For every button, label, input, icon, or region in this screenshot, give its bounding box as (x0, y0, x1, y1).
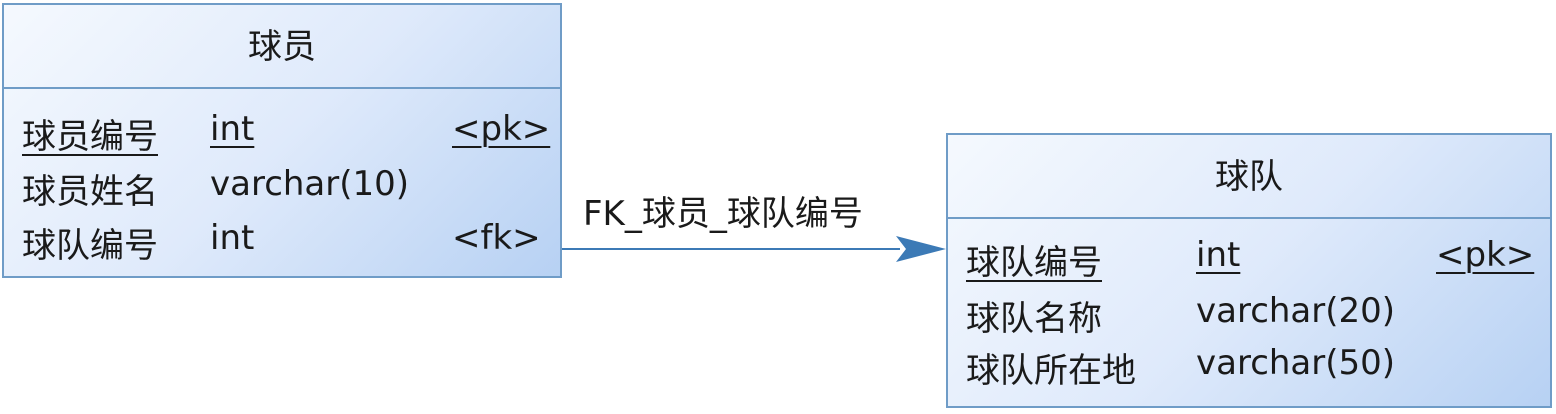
column-type: varchar(20) (1196, 291, 1396, 331)
column-row: 球员编号 int <pk> (22, 109, 552, 157)
column-type: int (210, 218, 255, 258)
column-row: 球队名称 varchar(20) (966, 291, 1546, 339)
column-name: 球员编号 (22, 117, 158, 157)
column-name: 球队编号 (966, 243, 1102, 283)
column-key: <fk> (452, 218, 541, 258)
column-type: int (210, 109, 255, 149)
column-name: 球队所在地 (966, 351, 1136, 391)
entity-team[interactable]: 球队 球队编号 int <pk> 球队名称 varchar(20) 球队所在地 … (946, 133, 1552, 408)
entity-title: 球员 (4, 5, 560, 89)
column-name: 球员姓名 (22, 172, 158, 212)
relationship-label: FK_球员_球队编号 (583, 194, 863, 234)
column-row: 球队编号 int <fk> (22, 218, 552, 266)
column-name: 球队名称 (966, 299, 1102, 339)
column-type: varchar(50) (1196, 343, 1396, 383)
column-row: 球员姓名 varchar(10) (22, 164, 552, 212)
column-key: <pk> (1436, 235, 1535, 275)
column-row: 球队所在地 varchar(50) (966, 343, 1546, 391)
column-type: int (1196, 235, 1241, 275)
entity-title: 球队 (948, 135, 1550, 219)
relationship-arrowhead (896, 236, 946, 262)
column-type: varchar(10) (210, 164, 410, 204)
entity-player[interactable]: 球员 球员编号 int <pk> 球员姓名 varchar(10) 球队编号 i… (2, 3, 562, 278)
column-key: <pk> (452, 109, 551, 149)
column-row: 球队编号 int <pk> (966, 235, 1546, 283)
column-name: 球队编号 (22, 226, 158, 266)
